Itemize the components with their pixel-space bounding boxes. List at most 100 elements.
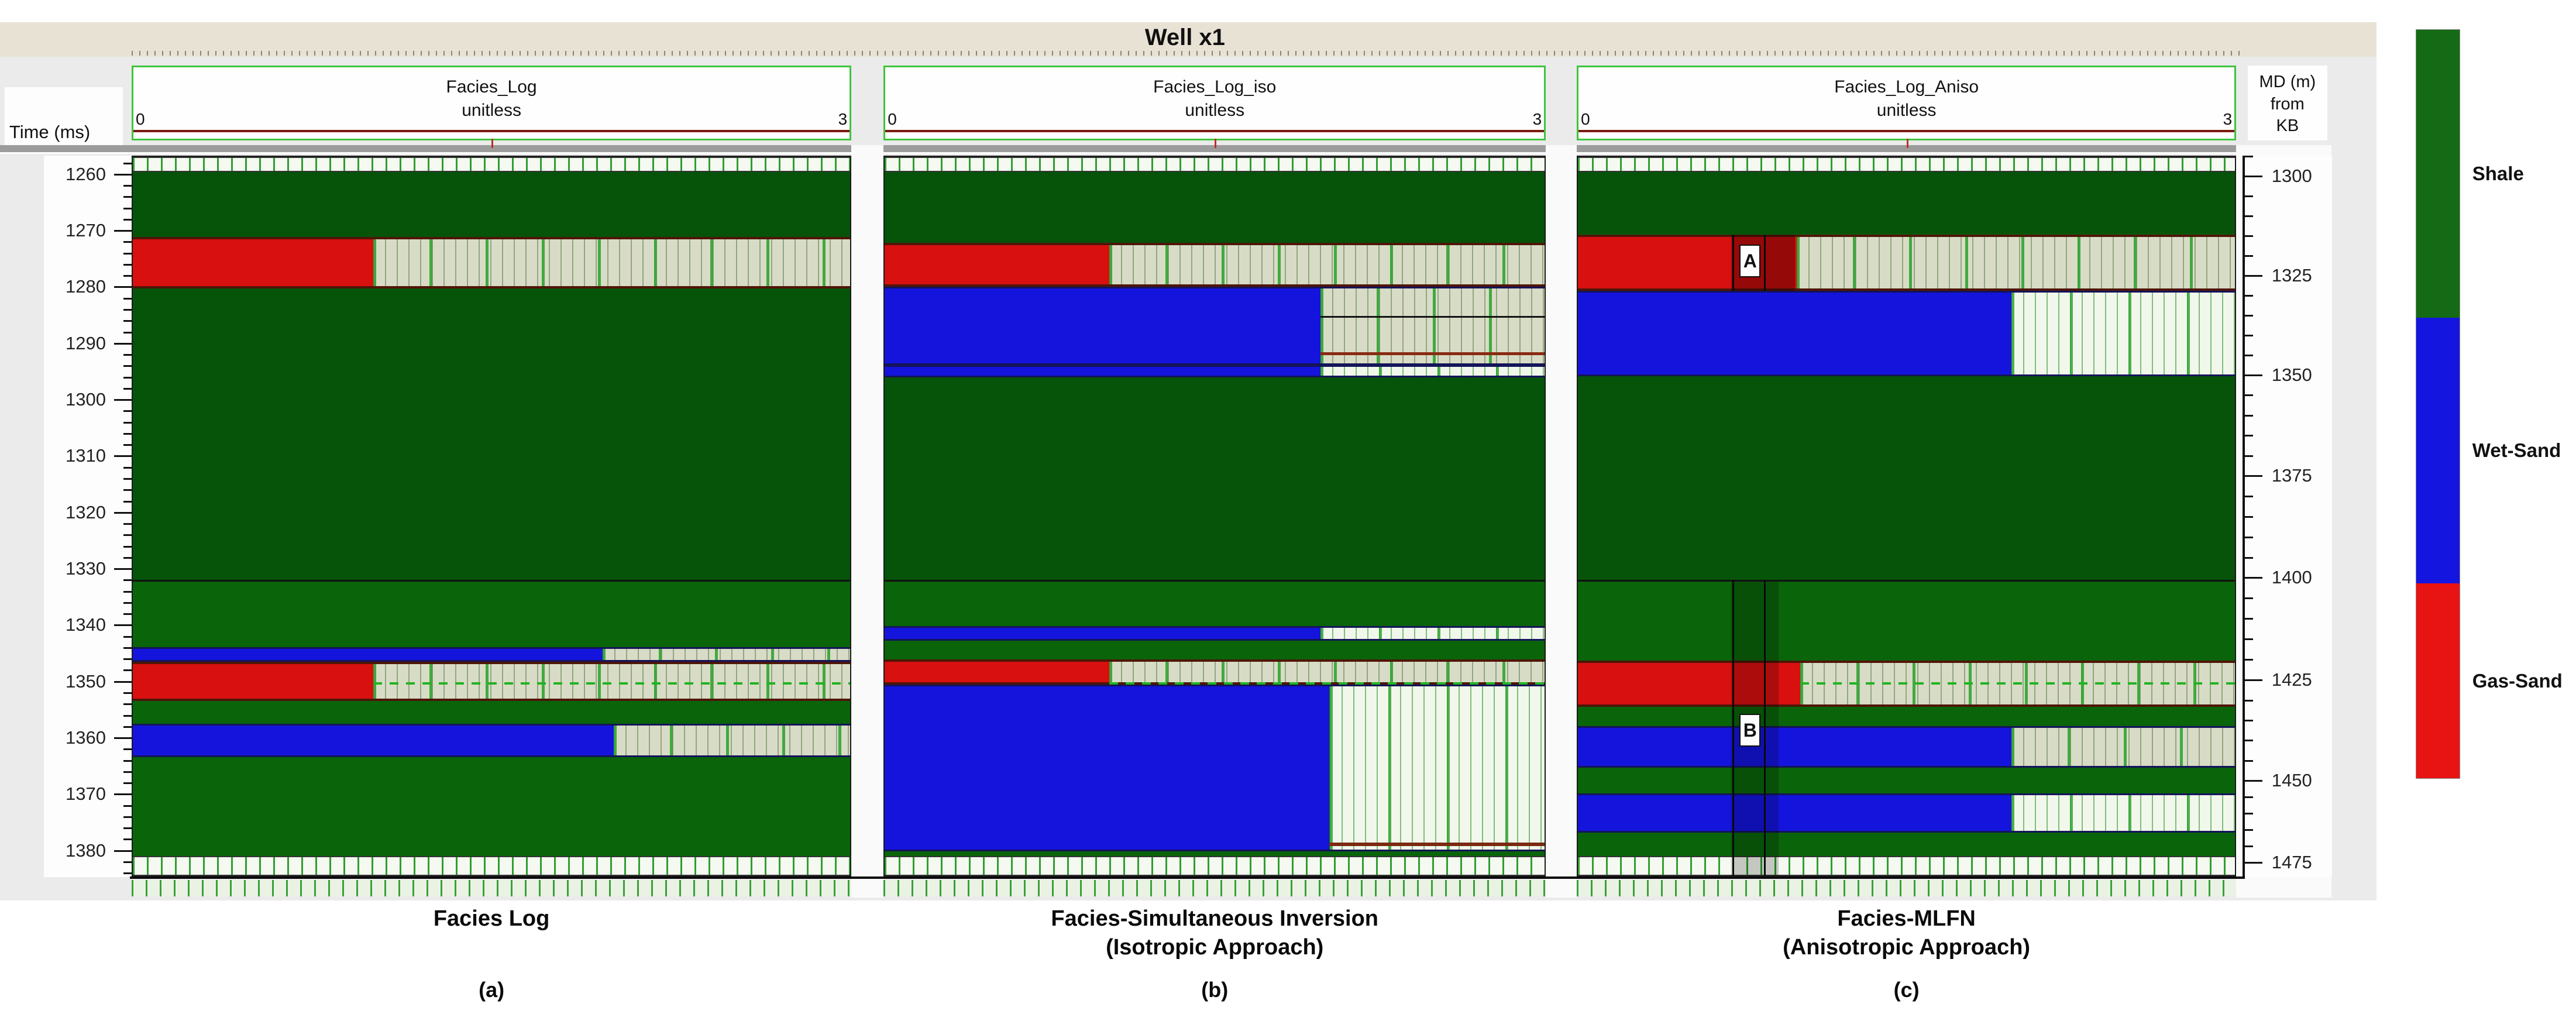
curve-name: Facies_Log_iso xyxy=(1153,77,1277,97)
depth-minor-tick xyxy=(2244,235,2253,237)
depth-tick-label: 1475 xyxy=(2271,852,2312,873)
facies-band-strip xyxy=(1578,157,2235,172)
time-tick-label: 1360 xyxy=(66,727,106,748)
facies-band-strip xyxy=(132,856,851,876)
hatch-area xyxy=(1797,236,2235,289)
time-minor-tick xyxy=(123,590,132,593)
time-minor-tick xyxy=(123,252,132,255)
scale-max: 3 xyxy=(838,109,848,128)
depth-minor-tick xyxy=(2244,597,2253,600)
time-minor-tick xyxy=(123,523,132,525)
facies-band-gas xyxy=(132,662,851,702)
depth-minor-tick xyxy=(2244,215,2253,217)
time-minor-tick xyxy=(123,331,132,334)
facies-band-wet xyxy=(132,647,851,662)
wet-bar xyxy=(885,686,1330,850)
time-axis-title-box: Time (ms) xyxy=(4,87,123,145)
facies-band-wet xyxy=(1578,793,2235,833)
bottom-ticks-row xyxy=(883,880,1546,896)
track-header-facies-log-iso[interactable]: Facies_Log_iso unitless 0 3 xyxy=(883,65,1546,148)
depth-minor-tick xyxy=(2244,813,2253,815)
time-major-tick xyxy=(114,342,132,345)
caption-track-c: Facies-MLFN(Anisotropic Approach) xyxy=(1783,906,2031,960)
depth-minor-tick xyxy=(2244,829,2253,831)
time-tick-label: 1280 xyxy=(66,276,106,297)
separator-bar xyxy=(0,145,2316,154)
time-tick-label: 1310 xyxy=(66,445,106,466)
time-minor-tick xyxy=(123,658,132,661)
time-major-tick xyxy=(114,737,132,740)
wet-bar xyxy=(1578,795,2012,831)
facies-band-gas xyxy=(885,242,1545,287)
time-minor-tick xyxy=(123,692,132,695)
vertical-marker-line xyxy=(1763,234,1766,291)
facies-band-shale xyxy=(885,580,1545,626)
depth-minor-tick xyxy=(2244,414,2253,417)
depth-minor-tick xyxy=(2244,155,2253,157)
time-minor-tick xyxy=(123,477,132,480)
facies-band-wet xyxy=(885,286,1545,366)
time-minor-tick xyxy=(123,805,132,807)
track-header-facies-log-aniso[interactable]: Facies_Log_Aniso unitless 0 3 xyxy=(1577,65,2237,148)
facies-band-wet xyxy=(885,365,1545,378)
time-minor-tick xyxy=(123,387,132,390)
time-minor-tick xyxy=(123,263,132,266)
time-tick-label: 1260 xyxy=(66,163,106,184)
time-minor-tick xyxy=(123,320,132,322)
time-major-tick xyxy=(114,455,132,458)
caption-track-a: Facies Log xyxy=(433,906,550,931)
scale-min: 0 xyxy=(888,109,897,128)
time-minor-tick xyxy=(123,354,132,356)
time-tick-label: 1270 xyxy=(66,220,106,241)
depth-tick-label: 1400 xyxy=(2271,567,2312,588)
scale-min: 0 xyxy=(1581,109,1590,128)
vertical-marker-line xyxy=(1732,234,1734,291)
legend-swatch-wet-sand xyxy=(2416,318,2460,584)
track-header-facies-log[interactable]: Facies_Log unitless 0 3 xyxy=(131,65,852,148)
facies-band-shale xyxy=(132,580,851,648)
gas-bar xyxy=(1578,663,1800,704)
depth-major-tick xyxy=(2244,862,2262,864)
track-plot-facies-log[interactable] xyxy=(131,156,852,878)
hatch-area xyxy=(1320,627,1545,639)
time-tick-label: 1350 xyxy=(66,671,106,692)
depth-major-tick xyxy=(2244,577,2262,579)
time-major-tick xyxy=(114,680,132,683)
plot-bottom-line xyxy=(130,876,2245,879)
depth-minor-tick xyxy=(2244,536,2253,538)
depth-major-tick xyxy=(2244,475,2262,477)
depth-major-tick xyxy=(2244,274,2262,277)
time-minor-tick xyxy=(123,365,132,367)
hatch-area xyxy=(373,239,851,286)
time-tick-label: 1340 xyxy=(66,614,106,635)
facies-band-wet xyxy=(885,625,1545,641)
trace-ticks-row xyxy=(131,50,2242,56)
depth-minor-tick xyxy=(2244,796,2253,798)
time-minor-tick xyxy=(123,376,132,379)
hatch-area xyxy=(2011,727,2235,766)
depth-minor-tick xyxy=(2244,314,2253,317)
wet-bar xyxy=(885,367,1320,376)
time-tick-label: 1330 xyxy=(66,558,106,579)
time-minor-tick xyxy=(123,218,132,221)
depth-minor-tick xyxy=(2244,294,2253,297)
curve-name: Facies_Log xyxy=(446,77,537,97)
track-plot-facies-log-iso[interactable] xyxy=(883,156,1546,878)
scale-max: 3 xyxy=(1532,109,1542,128)
time-minor-tick xyxy=(123,196,132,198)
track-gap xyxy=(1545,145,1577,898)
facies-band-wet xyxy=(885,684,1545,851)
track-gap xyxy=(851,145,883,898)
subfigure-letter-c: (c) xyxy=(1893,977,1920,1002)
wet-bar xyxy=(885,288,1320,364)
depth-major-tick xyxy=(2244,374,2262,376)
facies-band-shale xyxy=(1578,171,2235,235)
depth-major-tick xyxy=(2244,679,2262,682)
time-minor-tick xyxy=(123,545,132,548)
facies-band-gas xyxy=(885,659,1545,685)
time-tick-label: 1320 xyxy=(66,501,106,523)
hatch-area xyxy=(1109,662,1545,682)
